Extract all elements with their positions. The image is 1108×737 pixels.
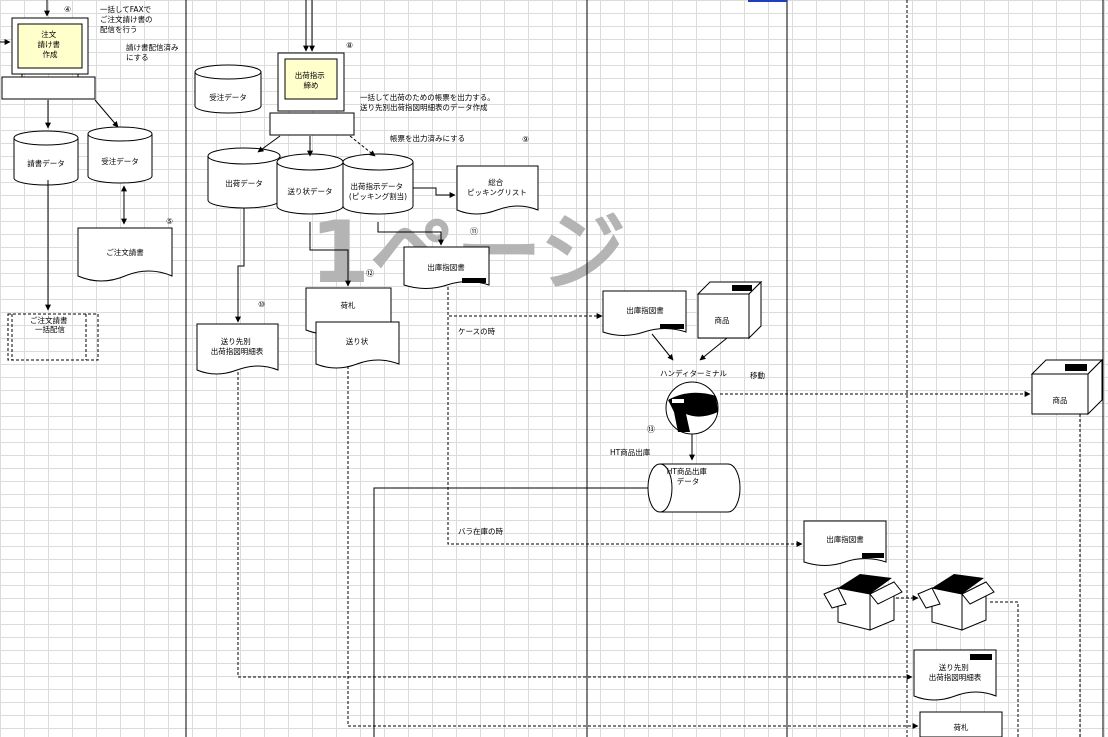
shukko-sashizu-1-label: 出庫指図書 xyxy=(427,262,465,272)
step-number-8: ⑧ xyxy=(346,41,353,50)
move-label: 移動 xyxy=(750,370,765,380)
shukko-sashizu-2-label: 出庫指図書 xyxy=(626,305,664,315)
handy-label: ハンディターミナル xyxy=(660,368,727,378)
handy-terminal-icon xyxy=(665,381,719,435)
step-number-13: ⑬ xyxy=(647,425,655,434)
nifuda-2-label: 荷札 xyxy=(954,722,969,732)
arrow-pc-to-juchu xyxy=(94,99,119,128)
ht-label: HT商品出庫 xyxy=(610,447,651,457)
case-label: ケースの時 xyxy=(458,327,496,336)
lane-separators xyxy=(185,0,1104,737)
okurisaki-meisai-1-label: 送り先別 出荷指図明細表 xyxy=(211,336,264,356)
juchu-data-mid-label: 受注データ xyxy=(209,92,247,102)
print-done-note: 帳票を出力済みにする xyxy=(390,133,465,143)
arrow-case-to-sashizu-2 xyxy=(447,287,603,319)
order-pc-label: 注文 請け書 作成 xyxy=(38,29,63,59)
order-pc-icon xyxy=(1,17,96,100)
shohin-1-label: 商品 xyxy=(715,315,730,325)
arrow-okurijo-to-nifuda xyxy=(309,222,351,287)
open-box-2-icon xyxy=(917,574,995,631)
bara-label: バラ在庫の時 xyxy=(458,526,503,536)
ht-data-cylinder xyxy=(647,463,741,513)
shukka-shiji-data-label: 出荷指示データ (ピッキング割当) xyxy=(349,181,407,201)
shukka-data-label: 出荷データ xyxy=(225,178,263,188)
batch-send-label: ご注文請書 一括配信 xyxy=(30,315,70,334)
okurijo-data-cylinder xyxy=(276,153,344,215)
shohin-1-box xyxy=(696,280,763,340)
arrow-meisai-to-meisai-2 xyxy=(237,372,913,680)
barcode-4 xyxy=(970,654,992,660)
ukesho-data-label: 請書データ xyxy=(27,158,65,168)
arrow-shukka-to-meisai xyxy=(235,208,245,323)
shukka-note: 一括して出荷のための帳票を出力する。 送り先別出荷指図明細表のデータ作成 xyxy=(360,92,497,112)
okurisaki-meisai-2-document xyxy=(913,649,997,701)
barcode-1 xyxy=(462,278,486,283)
arrow-okurijo-to-nifuda-2 xyxy=(347,366,919,729)
gochumon-ukesho-document xyxy=(77,227,173,282)
barcode-3 xyxy=(862,553,884,558)
okurijo-data-label: 送り状データ xyxy=(288,186,333,196)
arrow-shiji-to-picking xyxy=(413,187,456,198)
sogo-picking-document xyxy=(456,165,539,215)
arrow-shiji-to-sashizu xyxy=(377,222,444,246)
step-number-9: ⑨ xyxy=(522,135,529,144)
arrow-pc-to-shiji-data xyxy=(349,135,376,157)
open-box-1-icon xyxy=(823,574,903,631)
step-number-10: ⑩ xyxy=(258,300,265,309)
step-number-12: ⑫ xyxy=(366,269,374,278)
shukko-sashizu-3-label: 出庫指図書 xyxy=(826,534,864,544)
shukka-pc-icon xyxy=(269,52,355,136)
shukka-pc-label: 出荷指示 締め xyxy=(295,70,327,90)
shukka-shiji-data-cylinder xyxy=(342,153,414,215)
shohin-2-box xyxy=(1030,358,1104,416)
barcode-2 xyxy=(660,324,684,329)
arrow-sashizu-to-handy xyxy=(651,333,674,361)
step-number-4: ④ xyxy=(64,5,71,14)
sogo-picking-label: 総合 ピッキングリスト xyxy=(467,177,527,197)
juchu-data-mid-cylinder xyxy=(194,64,262,114)
arrow-shohin-to-handy xyxy=(699,337,728,361)
ht-data-label: HT商品出庫 データ xyxy=(667,466,710,486)
shohin-2-label: 商品 xyxy=(1053,395,1068,405)
line-ht-data-down xyxy=(373,487,648,737)
okurijo-1-label: 送り状 xyxy=(346,336,369,346)
nifuda-1-label: 荷札 xyxy=(341,300,356,310)
okurisaki-meisai-1-document xyxy=(196,323,279,375)
step-number-5: ⑤ xyxy=(166,217,173,226)
juchu-data-left-cylinder xyxy=(87,126,153,184)
order-sent-note: 請け書配信済み にする xyxy=(126,42,181,62)
juchu-data-left-label: 受注データ xyxy=(101,156,139,166)
shukka-data-cylinder xyxy=(207,147,281,209)
line-box2-down xyxy=(990,601,1019,737)
step-number-11: ⑪ xyxy=(470,227,478,236)
gochumon-ukesho-label: ご注文請書 xyxy=(106,247,144,257)
order-fax-note: 一括してFAXで ご注文請け書の 配信を行う xyxy=(100,4,155,34)
nifuda-2-document xyxy=(919,711,1003,737)
arrow-bara-to-sashizu-3 xyxy=(447,287,803,547)
okurijo-1-document xyxy=(315,321,400,369)
batch-send-box xyxy=(7,313,99,361)
okurisaki-meisai-2-label: 送り先別 出荷指図明細表 xyxy=(929,662,982,682)
ukesho-data-cylinder xyxy=(13,130,79,186)
arrow-pc-to-shukka-data xyxy=(257,135,281,153)
